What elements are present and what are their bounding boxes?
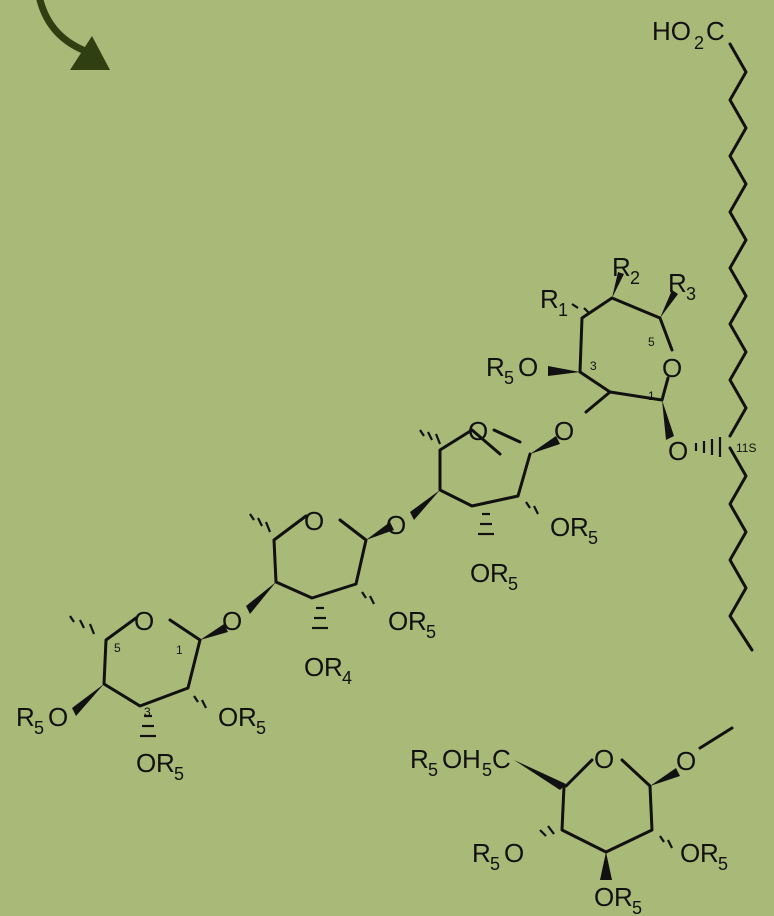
- svg-text:5: 5: [490, 854, 500, 874]
- svg-text:5: 5: [114, 641, 121, 655]
- svg-text:R: R: [156, 748, 175, 778]
- svg-text:C: C: [492, 744, 511, 774]
- svg-text:R: R: [490, 558, 509, 588]
- svg-text:R: R: [472, 838, 491, 868]
- svg-text:3: 3: [590, 359, 597, 373]
- svg-text:R: R: [410, 744, 429, 774]
- linking-oxygen-2-3: O: [386, 510, 406, 540]
- linking-oxygen-1-2: O: [222, 606, 242, 636]
- svg-text:5: 5: [504, 368, 514, 388]
- carbon-chain-upper: [728, 42, 748, 438]
- sugar-ring-3: O O R 5 O R 5: [410, 416, 598, 594]
- stereocenter-label: 11S: [736, 441, 756, 455]
- svg-text:R: R: [238, 702, 257, 732]
- svg-text:5: 5: [174, 764, 184, 784]
- linking-oxygen-3-4: O: [554, 416, 574, 446]
- svg-text:O: O: [218, 702, 238, 732]
- carboxyl-subscript: 2: [694, 33, 704, 53]
- svg-text:R: R: [408, 606, 427, 636]
- hashed-bond-c11: [694, 437, 722, 457]
- svg-text:O: O: [442, 744, 462, 774]
- svg-text:R: R: [614, 882, 633, 912]
- svg-text:R: R: [700, 838, 719, 868]
- svg-text:2: 2: [630, 268, 640, 288]
- svg-text:O: O: [304, 652, 324, 682]
- svg-text:5: 5: [426, 622, 436, 642]
- svg-text:3: 3: [686, 284, 696, 304]
- svg-text:5: 5: [482, 760, 492, 780]
- svg-text:O: O: [136, 748, 156, 778]
- svg-text:O: O: [48, 702, 68, 732]
- svg-text:O: O: [470, 558, 490, 588]
- svg-text:R: R: [16, 702, 35, 732]
- svg-text:1: 1: [648, 389, 655, 403]
- svg-text:O: O: [304, 506, 324, 536]
- svg-text:R: R: [486, 352, 505, 382]
- sugar-ring-1: O 5 1 3 R 5 O O R 5 O R 5: [16, 606, 266, 784]
- sugar-ring-2: O O R 4 O R 5: [246, 506, 436, 688]
- svg-text:1: 1: [176, 643, 183, 657]
- svg-text:O: O: [518, 352, 538, 382]
- svg-text:R: R: [570, 512, 589, 542]
- svg-text:5: 5: [718, 854, 728, 874]
- svg-text:O: O: [594, 882, 614, 912]
- oxygen-c11-label: O: [668, 436, 688, 466]
- svg-text:5: 5: [508, 574, 518, 594]
- svg-text:5: 5: [428, 760, 438, 780]
- svg-text:R: R: [612, 252, 631, 282]
- fatty-acid-chain: HO 2 C 11S: [652, 16, 756, 652]
- carbon-chain-lower: [728, 446, 754, 652]
- carboxyl-c-label: C: [706, 16, 725, 46]
- svg-text:5: 5: [648, 335, 655, 349]
- svg-text:H: H: [462, 744, 481, 774]
- svg-text:R: R: [324, 652, 343, 682]
- svg-text:O: O: [504, 838, 524, 868]
- sugar-ring-4: O 3 5 1 R 1 R 2 R 3 R 5 O: [486, 252, 696, 440]
- svg-text:O: O: [388, 606, 408, 636]
- svg-text:5: 5: [632, 898, 642, 916]
- svg-text:1: 1: [558, 300, 568, 320]
- ring-oxygen-4: O: [662, 353, 682, 383]
- glucose-substituent: R 5 O H 5 C O O R 5 O O R 5 O R 5: [410, 726, 734, 916]
- svg-text:5: 5: [256, 718, 266, 738]
- svg-text:O: O: [676, 746, 696, 776]
- svg-text:3: 3: [144, 705, 151, 719]
- carboxyl-ho-label: HO: [652, 16, 691, 46]
- svg-text:R: R: [668, 268, 687, 298]
- svg-text:R: R: [540, 284, 559, 314]
- svg-text:O: O: [550, 512, 570, 542]
- svg-text:5: 5: [34, 718, 44, 738]
- svg-text:O: O: [594, 744, 614, 774]
- svg-text:O: O: [134, 606, 154, 636]
- curved-arrow-icon: [36, 0, 110, 70]
- svg-text:5: 5: [588, 528, 598, 548]
- svg-text:4: 4: [342, 668, 352, 688]
- svg-text:O: O: [680, 838, 700, 868]
- svg-text:O: O: [468, 416, 488, 446]
